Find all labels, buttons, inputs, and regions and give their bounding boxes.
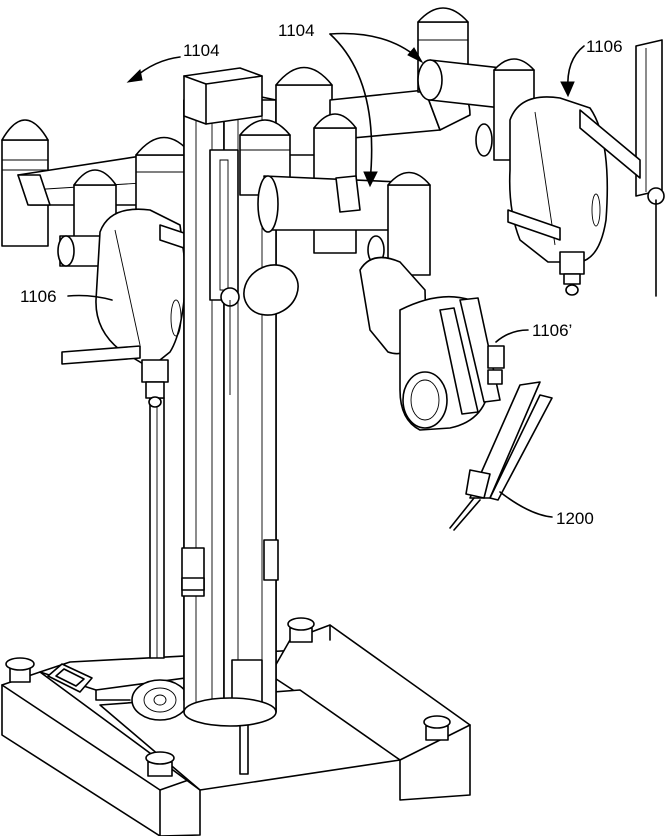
top-right-setup-arm <box>418 8 664 296</box>
label-1104-left: 1104 <box>183 41 220 60</box>
label-1104-right: 1104 <box>278 21 315 40</box>
label-1106-left: 1106 <box>20 287 57 306</box>
label-1106-prime: 1106’ <box>532 321 572 340</box>
center-setup-arm <box>258 114 504 430</box>
label-1106-top-right: 1106 <box>586 37 623 56</box>
label-1200: 1200 <box>556 509 594 528</box>
leveling-foot-front-right <box>424 716 450 740</box>
leveling-foot-front <box>146 752 174 776</box>
leveling-foot-rear-right <box>288 618 314 642</box>
leveling-foot-left <box>6 658 34 682</box>
rear-support-post <box>150 398 164 658</box>
